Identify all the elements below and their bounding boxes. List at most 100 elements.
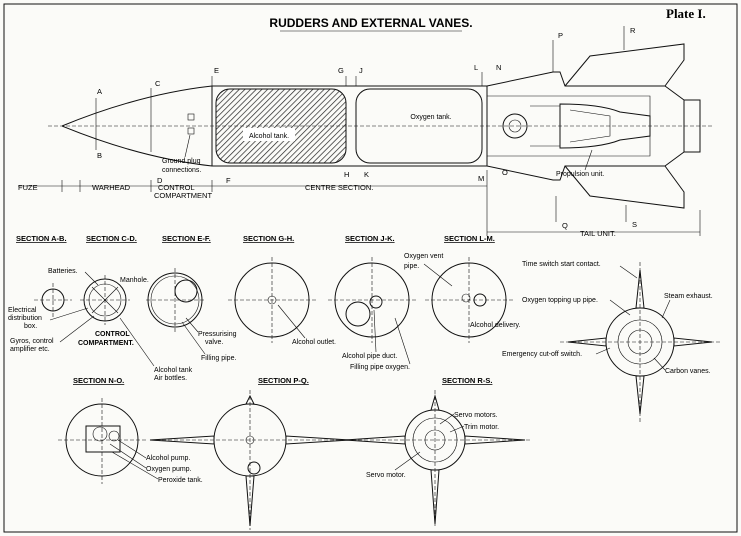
marker-H: H	[344, 170, 349, 179]
section-ab-title: SECTION A-B.	[16, 234, 67, 243]
alcohol-pipe-duct-label: Alcohol pipe duct.	[342, 353, 397, 360]
marker-L: L	[474, 63, 478, 72]
propulsion-leader	[584, 149, 593, 171]
marker-K: K	[364, 170, 369, 179]
marker-J: J	[359, 66, 363, 75]
section-cd-drawing	[80, 275, 130, 325]
alcohol-outlet-label: Alcohol outlet.	[292, 339, 336, 346]
marker-M: M	[478, 174, 484, 183]
lower-fin	[564, 165, 685, 209]
section-rs-title: SECTION R-S.	[442, 376, 492, 385]
ground-plug-leader	[184, 134, 191, 158]
frame-border	[3, 3, 738, 533]
ground-plug-label: Ground plug	[162, 158, 201, 165]
marker-F: F	[226, 176, 231, 185]
svg-text:amplifier etc.: amplifier etc.	[10, 346, 50, 353]
svg-text:Air bottles.: Air bottles.	[154, 375, 187, 382]
station-markers: A B C D E F G H J K L M N O P Q R S	[95, 26, 637, 230]
svg-text:COMPARTMENT: COMPARTMENT	[154, 191, 212, 200]
control-compartment-caption: CONTROL	[95, 331, 130, 338]
section-lm-drawing	[425, 257, 513, 343]
section-dimension-line: FUZE WARHEAD CONTROL COMPARTMENT CENTRE …	[18, 170, 701, 238]
upper-fin	[564, 43, 685, 87]
svg-text:valve.: valve.	[205, 339, 223, 346]
marker-D: D	[157, 176, 163, 185]
rocket-upper-outline	[61, 71, 665, 127]
oxygen-topping-label: Oxygen topping up pipe.	[522, 297, 598, 304]
alcohol-tank-label: Alcohol tank.	[249, 133, 289, 140]
filling-pipe-label: Filling pipe.	[201, 355, 236, 362]
combustion-chamber	[559, 103, 651, 149]
oxygen-vent-label: Oxygen vent	[404, 253, 443, 260]
section-gh-drawing	[228, 257, 316, 343]
servo-motors-label: Servo motors.	[454, 412, 498, 419]
trim-motor-label: Trim motor.	[464, 424, 499, 431]
fuze-label: FUZE	[18, 183, 38, 192]
servo-motor-label: Servo motor.	[366, 472, 406, 479]
peroxide-tank-label: Peroxide tank.	[158, 477, 203, 484]
pressurising-valve-label: Pressurising	[198, 331, 237, 338]
section-no-title: SECTION N-O.	[73, 376, 124, 385]
marker-N: N	[496, 63, 501, 72]
section-ef-drawing	[146, 268, 206, 332]
alcohol-pump-label: Alcohol pump.	[146, 455, 190, 462]
section-jk-title: SECTION J-K.	[345, 234, 395, 243]
marker-B: B	[97, 151, 102, 160]
alcohol-delivery-label: Alcohol delivery.	[470, 322, 521, 329]
oxygen-tank-shape	[355, 88, 483, 164]
section-jk-drawing	[328, 257, 416, 343]
manhole-label: Manhole.	[120, 277, 149, 284]
marker-C: C	[155, 79, 161, 88]
section-gh-title: SECTION G-H.	[243, 234, 294, 243]
tail-unit-label: TAIL UNIT.	[580, 229, 616, 238]
centre-section-label: CENTRE SECTION.	[305, 183, 373, 192]
section-cd-title: SECTION C-D.	[86, 234, 137, 243]
svg-text:pipe.: pipe.	[404, 263, 419, 270]
svg-text:distribution: distribution	[8, 315, 42, 322]
batteries-label: Batteries.	[48, 268, 78, 275]
filling-pipe-oxygen-label: Filling pipe oxygen.	[350, 364, 410, 371]
alcohol-tank-shape	[215, 88, 347, 164]
marker-R: R	[630, 26, 636, 35]
section-pq-title: SECTION P-Q.	[258, 376, 309, 385]
section-ef-title: SECTION E-F.	[162, 234, 211, 243]
steam-exhaust-label: Steam exhaust.	[664, 293, 713, 300]
jet-vane-box	[683, 99, 701, 153]
alcohol-air-label: Alcohol tank	[154, 367, 193, 374]
rocket-lower-outline	[61, 125, 665, 181]
marker-P: P	[558, 31, 563, 40]
propulsion-unit-label: Propulsion unit.	[556, 171, 604, 178]
elec-box-label: Electrical	[8, 307, 37, 314]
carbon-vanes-label: Carbon vanes.	[665, 368, 711, 375]
oxygen-pump-label: Oxygen pump.	[146, 466, 192, 473]
marker-O: O	[502, 168, 508, 177]
tail-end-view	[560, 262, 720, 422]
chamber-inner	[569, 109, 611, 143]
page-title: RUDDERS AND EXTERNAL VANES.	[269, 16, 472, 30]
ground-plug-shape	[187, 113, 195, 121]
svg-text:connections.: connections.	[162, 167, 201, 174]
time-switch-label: Time switch start contact.	[522, 261, 601, 268]
warhead-label: WARHEAD	[92, 183, 131, 192]
cutoff-switch-label: Emergency cut-off switch.	[502, 351, 582, 358]
alcohol-tank-label-bg	[243, 128, 295, 141]
section-pq-drawing	[149, 390, 352, 530]
rocket-side-view: Alcohol tank. Oxygen tank. Propulsion un…	[18, 26, 712, 238]
marker-G: G	[338, 66, 344, 75]
marker-Q: Q	[562, 221, 568, 230]
marker-A: A	[97, 87, 102, 96]
section-lm-title: SECTION L-M.	[444, 234, 495, 243]
svg-text:COMPARTMENT.: COMPARTMENT.	[78, 340, 134, 347]
section-rs-drawing	[340, 390, 530, 528]
plate-number: Plate I.	[666, 6, 706, 21]
section-ab-drawing	[34, 283, 72, 317]
marker-E: E	[214, 66, 219, 75]
marker-S: S	[632, 220, 637, 229]
turbopump-inner	[508, 119, 522, 133]
svg-text:box.: box.	[24, 323, 37, 330]
oxygen-tank-label: Oxygen tank.	[410, 114, 451, 121]
section-no-drawing	[58, 398, 146, 484]
turbopump-shape	[502, 113, 528, 139]
